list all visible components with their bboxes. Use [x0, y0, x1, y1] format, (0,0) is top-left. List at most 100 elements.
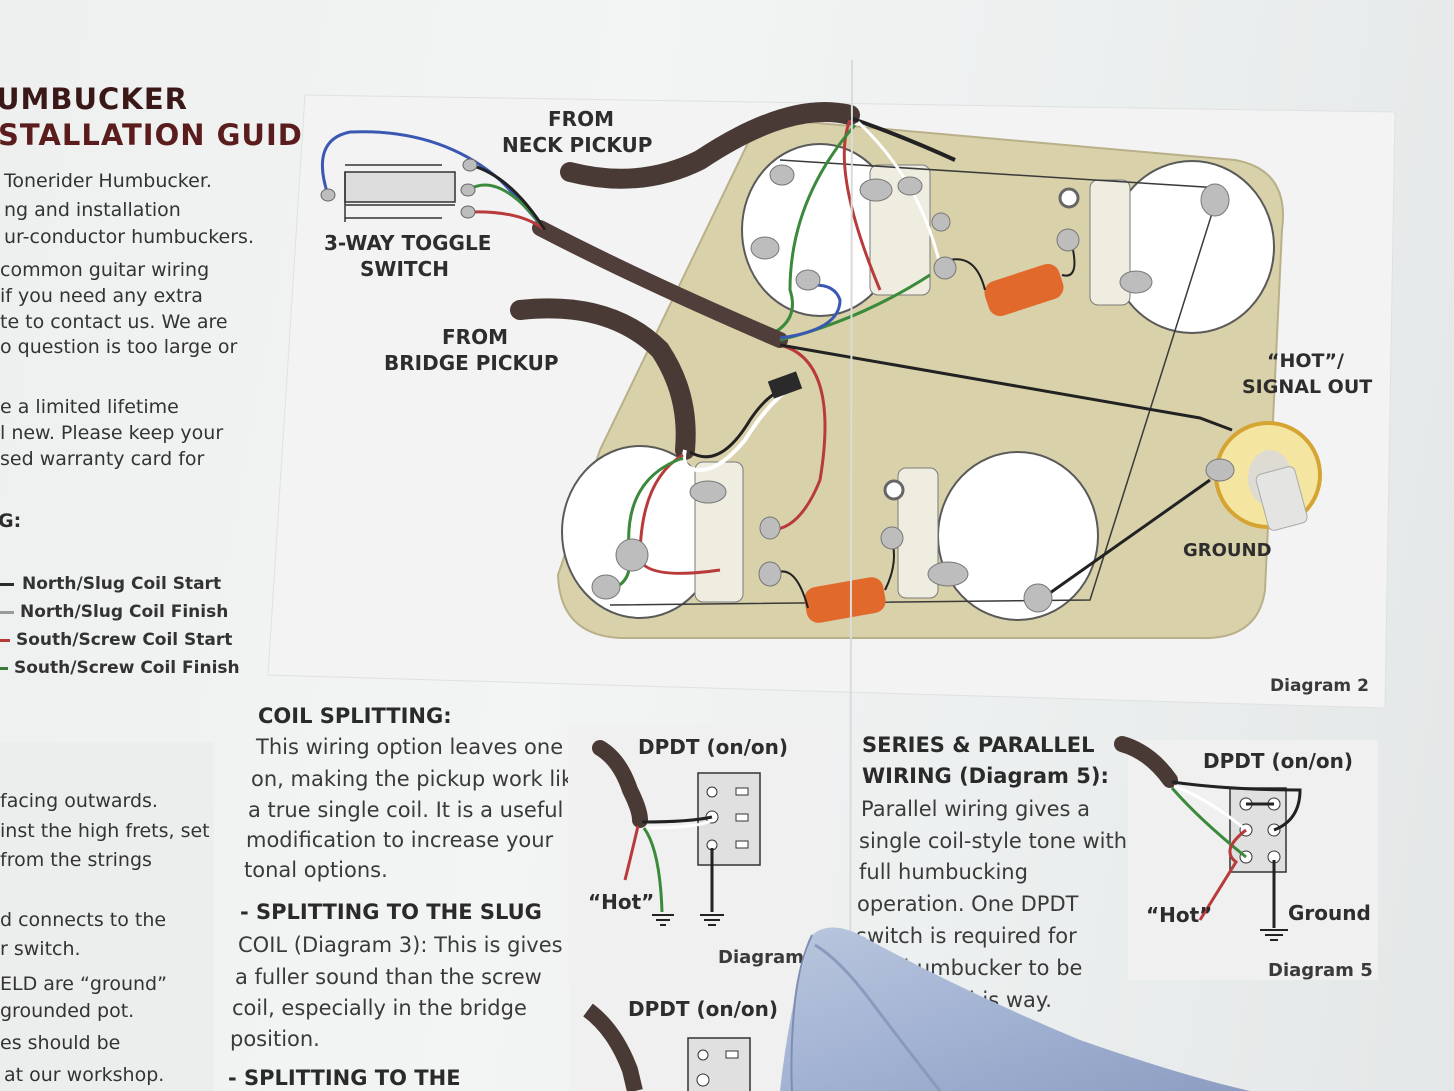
- split-wire-white: [644, 818, 713, 830]
- legend-swatch-white: [0, 611, 14, 614]
- diagram-3-title: DPDT (on/on): [638, 735, 788, 759]
- diagram-5-ground-label: Ground: [1288, 901, 1371, 925]
- body-line: a true single coil. It is a useful: [248, 798, 564, 822]
- parallel-wire-white: [1173, 784, 1247, 832]
- ground-ring: [1058, 187, 1080, 209]
- signal-wire-blue: [779, 283, 842, 340]
- switch-lugs: [320, 158, 478, 219]
- neck-pickup-cable: [560, 102, 860, 189]
- hot-label: SIGNAL OUT: [1242, 376, 1372, 398]
- note-line: inst the high frets, set: [0, 820, 210, 842]
- hot-label: “HOT”/: [1267, 350, 1344, 372]
- ground-ring: [883, 479, 905, 501]
- intro-line: if you need any extra: [0, 285, 203, 307]
- guide-title-line1: UMBUCKER: [0, 82, 188, 116]
- diagram-5-title: DPDT (on/on): [1203, 749, 1353, 773]
- diagram-3-hot-label: “Hot”: [588, 890, 654, 914]
- neck-wires: [849, 116, 956, 162]
- diagram-3-caption: Diagram: [718, 947, 804, 968]
- guide-title-line2: STALLATION GUIDE: [0, 118, 324, 152]
- signal-wire-red: [769, 343, 827, 532]
- diagram-5-hot-label: “Hot”: [1146, 903, 1212, 927]
- diagram-4-title: DPDT (on/on): [628, 997, 778, 1021]
- body-line: modification to increase your: [246, 828, 554, 852]
- warranty-line: l new. Please keep your: [0, 422, 224, 444]
- split-wire-black: [641, 815, 713, 824]
- bridge-label: BRIDGE PICKUP: [384, 351, 559, 375]
- diagram-5-caption: Diagram 5: [1268, 960, 1373, 981]
- split-wire-green: [642, 827, 664, 913]
- intro-line: ng and installation: [4, 199, 181, 221]
- note-line: d connects to the: [0, 909, 167, 931]
- legend-swatch-green: [0, 667, 8, 670]
- switch-lugs: [696, 1049, 739, 1087]
- ground-wire: [1039, 478, 1211, 602]
- section-letter: G:: [0, 510, 22, 532]
- body-line: a fuller sound than the screw: [235, 965, 542, 989]
- pickup-cable: [583, 1003, 643, 1091]
- paper-fold: [849, 59, 853, 1091]
- legend-item: South/Screw Coil Start: [16, 630, 233, 650]
- sidebar-box: [0, 742, 214, 1091]
- bridge-wires: [682, 383, 797, 473]
- body-line: tonal options.: [244, 858, 388, 882]
- note-line: grounded pot.: [0, 1000, 135, 1022]
- legend-swatch-black: [0, 583, 14, 586]
- warranty-line: sed warranty card for: [0, 448, 205, 470]
- tone-capacitor: [984, 263, 1064, 317]
- ground-symbol: [1260, 929, 1288, 941]
- cloth-edge: [790, 934, 813, 1091]
- neck-label: FROM: [548, 107, 614, 131]
- series-parallel-heading: WIRING (Diagram 5):: [862, 764, 1109, 788]
- switch-cable: [532, 220, 788, 348]
- neck-wires: [842, 119, 882, 291]
- series-parallel-heading: SERIES & PARALLEL: [862, 733, 1095, 757]
- intro-line: Tonerider Humbucker.: [4, 170, 212, 192]
- ground-label: GROUND: [1183, 540, 1272, 561]
- body-line: operation. One DPDT: [857, 892, 1079, 916]
- jack-lug: [1255, 466, 1308, 531]
- switch-wire-red: [467, 210, 546, 232]
- note-line: from the strings: [0, 849, 152, 871]
- neck-label: NECK PICKUP: [502, 133, 652, 157]
- body-line: Parallel wiring gives a: [861, 797, 1090, 821]
- cloth-fold: [814, 943, 942, 1091]
- parallel-wire-red: [1198, 828, 1247, 921]
- body-line: single coil-style tone with: [859, 829, 1128, 853]
- body-line: on, making the pickup work like: [251, 767, 586, 791]
- note-line: at our workshop.: [4, 1064, 165, 1086]
- body-line: coil, especially in the bridge: [232, 996, 527, 1020]
- intro-line: o question is too large or: [0, 336, 238, 358]
- toggle-switch: [344, 164, 456, 222]
- note-line: ELD are “ground”: [0, 973, 167, 995]
- diagram-2-caption: Diagram 2: [1270, 676, 1369, 696]
- parallel-wire-green: [1170, 787, 1247, 859]
- note-line: r switch.: [0, 938, 81, 960]
- note-line: facing outwards.: [0, 790, 158, 812]
- body-line: switch is required for: [856, 924, 1077, 948]
- pickup-cable: [1114, 736, 1178, 788]
- legend-item: North/Slug Coil Start: [22, 574, 222, 594]
- body-line: This wiring option leaves one coil: [256, 735, 606, 759]
- body-line: position.: [230, 1027, 320, 1051]
- legend-item: South/Screw Coil Finish: [14, 658, 240, 678]
- pot-lugs: [1089, 179, 1131, 306]
- legend-item: North/Slug Coil Finish: [20, 602, 229, 622]
- solder-points: [591, 164, 1235, 613]
- bridge-pickup-cable: [510, 298, 696, 460]
- legend-swatch-red: [0, 639, 10, 642]
- bridge-label: FROM: [442, 325, 508, 349]
- note-line: es should be: [0, 1032, 121, 1054]
- intro-line: ur-conductor humbuckers.: [4, 226, 254, 248]
- splitting-slug-heading: - SPLITTING TO THE SLUG: [240, 900, 542, 924]
- switch-wire-black: [469, 163, 547, 231]
- pickup-cable: [592, 740, 648, 828]
- neck-wires: [769, 124, 857, 337]
- switch-label: SWITCH: [360, 257, 449, 281]
- body-line: full humbucking: [859, 860, 1028, 884]
- cap-lead: [1061, 244, 1076, 277]
